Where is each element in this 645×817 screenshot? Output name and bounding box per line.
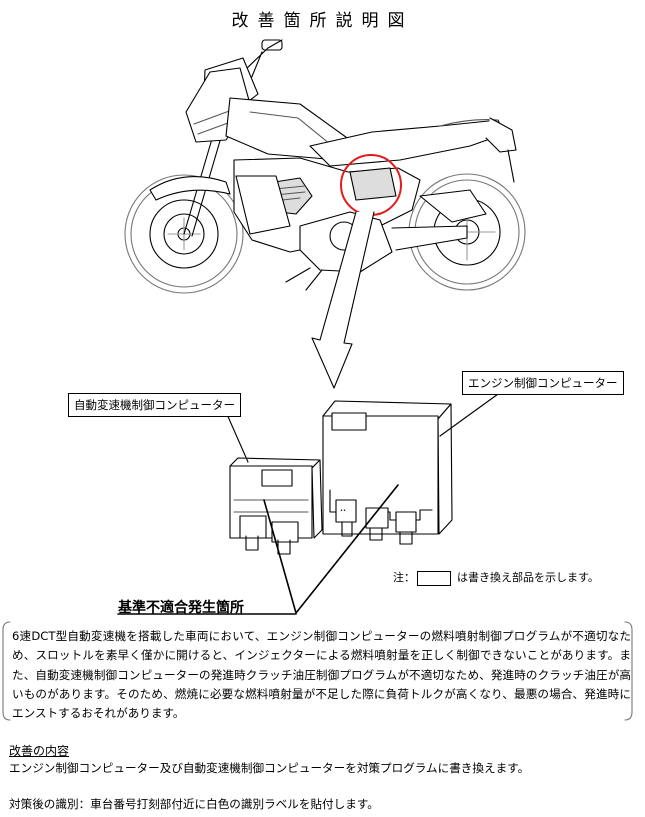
svg-text:••: •• bbox=[340, 508, 346, 514]
legend-prefix: 注： bbox=[393, 571, 415, 584]
legend-swatch bbox=[417, 570, 451, 586]
page-title: 改善箇所説明図 bbox=[231, 11, 414, 31]
noncon-leader-2 bbox=[263, 499, 297, 614]
improvement-text: エンジン制御コンピューター及び自動変速機制御コンピューターを対策プログラムに書き… bbox=[9, 761, 530, 775]
ecu-leader bbox=[439, 388, 506, 437]
noncon-leader-1 bbox=[295, 484, 399, 614]
description-bracket bbox=[2, 621, 633, 721]
pointer-arrow bbox=[311, 211, 375, 389]
transmission-control-computer-label: 自動変速機制御コンピューター bbox=[68, 393, 241, 417]
engine-control-computer-label: エンジン制御コンピューター bbox=[462, 371, 624, 395]
transmission-control-computer-drawing bbox=[229, 457, 323, 555]
engine-control-computer-drawing: •• bbox=[322, 400, 453, 545]
tcu-leader bbox=[225, 411, 249, 463]
nonconformity-location-label: 基準不適合発生箇所 bbox=[118, 600, 244, 616]
legend-note: 注： は書き換え部品を示します。 bbox=[393, 569, 599, 586]
defect-description: 6速DCT型自動変速機を搭載した車両において、エンジン制御コンピューターの燃料噴… bbox=[12, 629, 631, 721]
motorcycle-illustration bbox=[124, 39, 526, 294]
legend-suffix: は書き換え部品を示します。 bbox=[457, 571, 599, 584]
identification-text: 対策後の識別：車台番号打刻部付近に白色の識別ラベルを貼付します。 bbox=[9, 797, 379, 811]
improvement-heading: 改善の内容 bbox=[9, 744, 70, 758]
